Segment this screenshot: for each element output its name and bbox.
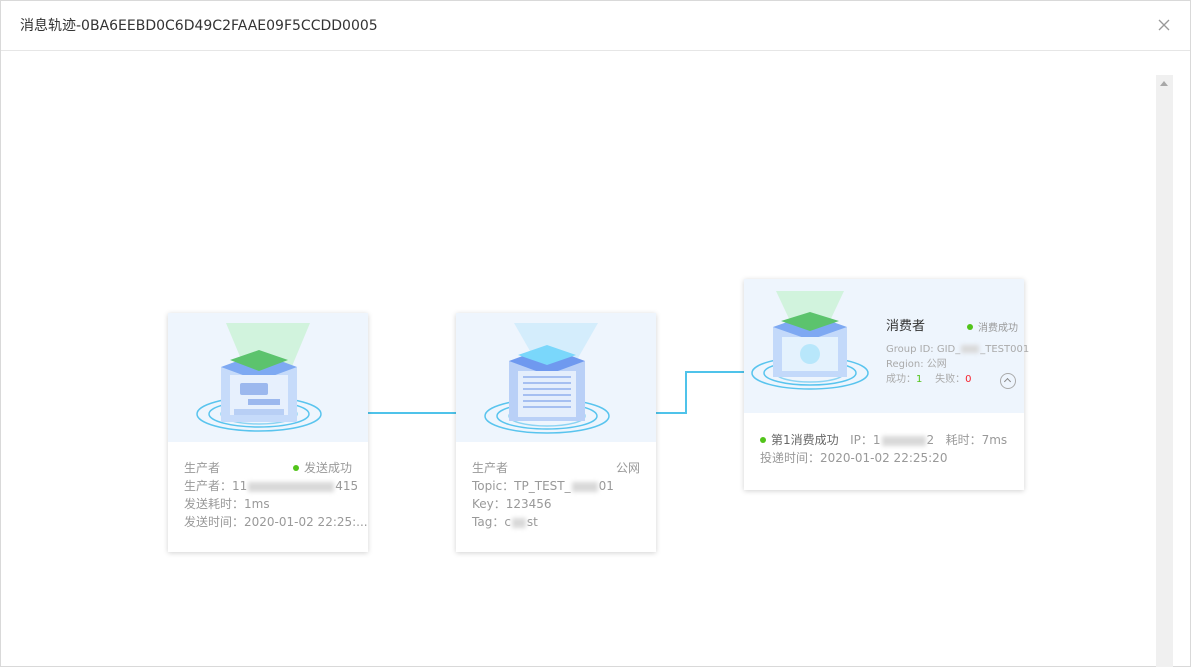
broker-info: 生产者 公网 Topic：TP_TEST_ 01 Key：123456 Tag：c… bbox=[472, 459, 640, 531]
producer-server-icon bbox=[196, 323, 322, 432]
consumer-title-row: 消费者 消费成功 bbox=[886, 319, 1018, 337]
consumer-summary: 消费者 消费成功 Group ID: GID_ _TEST001 Region: … bbox=[886, 319, 1029, 387]
broker-card[interactable]: 生产者 公网 Topic：TP_TEST_ 01 Key：123456 Tag：c… bbox=[456, 313, 656, 552]
status-dot-icon bbox=[292, 464, 299, 471]
tag-prefix: Tag：c bbox=[472, 515, 511, 529]
ip-prefix: IP：1 bbox=[850, 433, 881, 447]
ip-suffix: 2 bbox=[926, 433, 935, 447]
consume-cost: 耗时：7ms bbox=[945, 433, 1008, 447]
producer-id-suffix: 415 bbox=[335, 479, 359, 493]
consume-detail-status: 第1消费成功 bbox=[771, 433, 839, 447]
topic-prefix: Topic：TP_TEST_ bbox=[472, 479, 571, 493]
broker-network: 公网 bbox=[615, 461, 640, 475]
success-label: 成功： bbox=[886, 374, 916, 385]
consumer-detail: 第1消费成功 IP：1 2 耗时：7ms 投递时间：2020-01-02 22:2… bbox=[760, 431, 1008, 467]
masked-value bbox=[961, 345, 980, 353]
region-row: Region: 公网 bbox=[886, 359, 947, 370]
send-time-row: 发送时间：2020-01-02 22:25:... bbox=[184, 515, 368, 529]
status-dot-icon bbox=[967, 324, 973, 330]
topic-row: Topic：TP_TEST_ 01 bbox=[472, 477, 640, 495]
consumer-status-text: 消费成功 bbox=[978, 323, 1018, 334]
fail-label: 失败： bbox=[935, 374, 966, 385]
collapse-toggle-icon[interactable] bbox=[1000, 373, 1016, 389]
masked-value bbox=[571, 481, 598, 492]
deliver-time-row: 投递时间：2020-01-02 22:25:20 bbox=[760, 451, 948, 465]
consumer-server-icon bbox=[751, 291, 869, 390]
topic-suffix: 01 bbox=[598, 479, 614, 493]
vertical-scrollbar[interactable] bbox=[1156, 75, 1173, 667]
broker-label: 生产者 bbox=[472, 461, 509, 475]
masked-value bbox=[248, 481, 335, 492]
group-id-prefix: Group ID: GID_ bbox=[886, 344, 961, 355]
tag-row: Tag：c st bbox=[472, 513, 640, 531]
group-id-suffix: _TEST001 bbox=[980, 344, 1030, 355]
producer-id-row: 生产者：11 415 bbox=[184, 477, 358, 495]
producer-id-prefix: 生产者：11 bbox=[184, 479, 248, 493]
producer-card[interactable]: 生产者 发送成功 生产者：11 415 发送耗时：1ms 发送时间：2020-01… bbox=[168, 313, 368, 552]
success-count: 1 bbox=[916, 374, 923, 385]
masked-value bbox=[511, 517, 526, 528]
dialog-header: 消息轨迹-0BA6EEBD0C6D49C2FAAE09F5CCDD0005 bbox=[1, 1, 1190, 51]
producer-illustration bbox=[168, 313, 368, 442]
producer-header-row: 生产者 发送成功 bbox=[184, 459, 352, 477]
consumer-illustration: 消费者 消费成功 Group ID: GID_ _TEST001 Region: … bbox=[744, 279, 1029, 413]
broker-header-row: 生产者 公网 bbox=[472, 459, 640, 477]
producer-status: 发送成功 bbox=[292, 459, 352, 477]
broker-illustration bbox=[456, 313, 656, 442]
masked-value bbox=[881, 435, 926, 446]
scroll-up-arrow-icon[interactable] bbox=[1160, 81, 1168, 86]
consumer-status: 消费成功 bbox=[967, 321, 1018, 336]
status-dot-icon bbox=[760, 436, 766, 443]
consume-detail-row: 第1消费成功 IP：1 2 耗时：7ms bbox=[760, 431, 1008, 449]
producer-info: 生产者 发送成功 生产者：11 415 发送耗时：1ms 发送时间：2020-01… bbox=[184, 459, 368, 531]
key-row: Key：123456 bbox=[472, 497, 552, 511]
counts-row: 成功：1 失败：0 bbox=[886, 372, 1018, 387]
broker-server-icon bbox=[484, 323, 610, 434]
fail-count: 0 bbox=[965, 374, 972, 385]
producer-status-text: 发送成功 bbox=[303, 461, 352, 475]
send-cost-row: 发送耗时：1ms bbox=[184, 497, 270, 511]
close-icon[interactable] bbox=[1152, 13, 1176, 37]
consumer-card[interactable]: 消费者 消费成功 Group ID: GID_ _TEST001 Region: … bbox=[744, 279, 1029, 490]
tag-suffix: st bbox=[526, 515, 538, 529]
dialog-title: 消息轨迹-0BA6EEBD0C6D49C2FAAE09F5CCDD0005 bbox=[20, 18, 378, 34]
group-id-row: Group ID: GID_ _TEST001 bbox=[886, 342, 1029, 357]
producer-label: 生产者 bbox=[184, 461, 221, 475]
consumer-title: 消费者 bbox=[886, 319, 926, 334]
